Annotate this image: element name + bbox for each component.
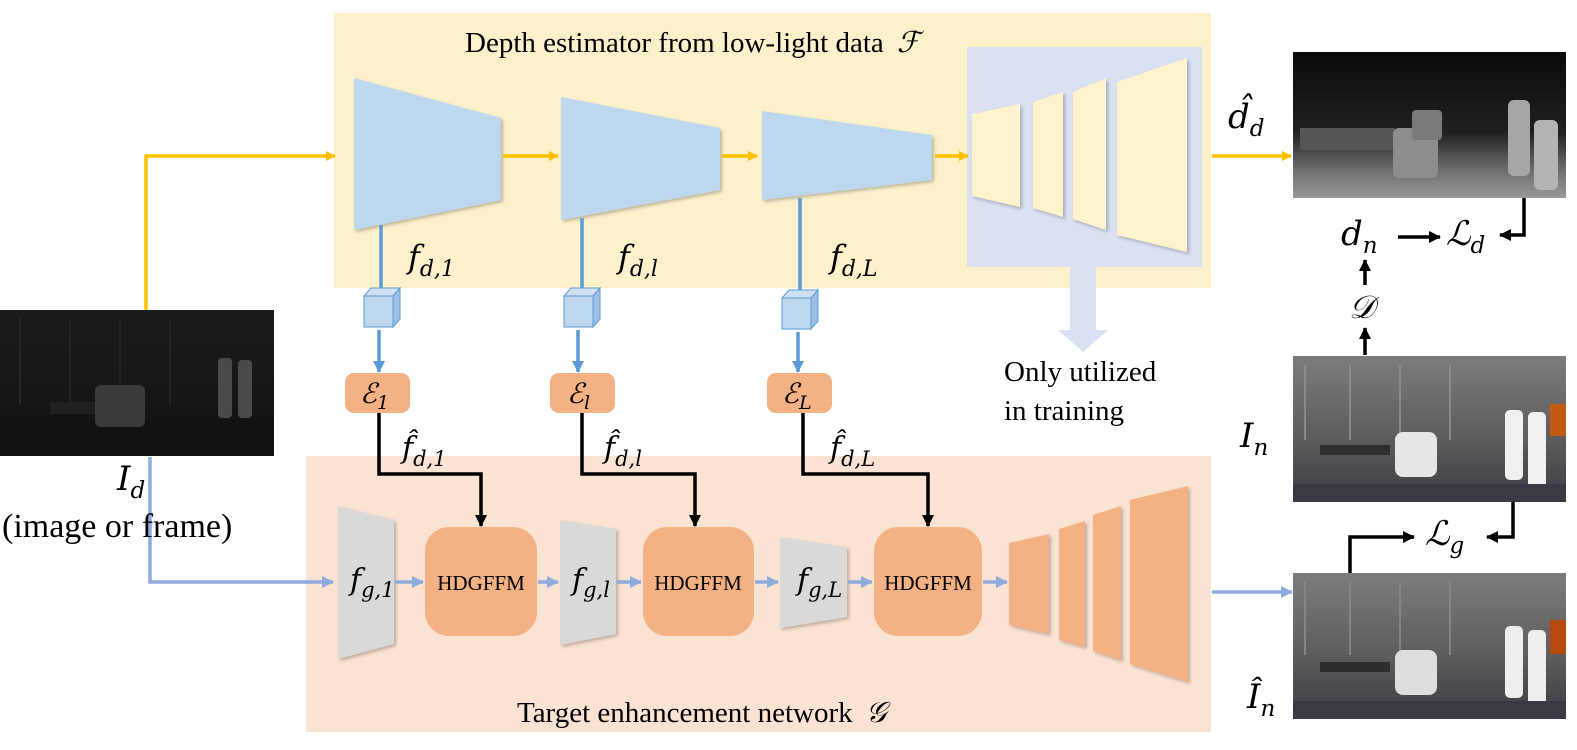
hdgffm-module-1 [425,527,537,636]
depth-decoder-block-4 [1117,58,1187,252]
input-caption: (image or frame) [2,508,232,545]
depth-output-label: d̂d [1228,94,1265,142]
feature-cube-L [780,288,820,331]
enh-to-lg-arrow [1348,531,1415,573]
encoder-label-L: ℰL [782,377,812,414]
in-to-lg-arrow [1486,502,1515,543]
feature-label-fhatL: f̂d,L [828,429,875,471]
training-only-arrow [1058,267,1108,352]
depth-encoder-block-l [561,97,720,220]
hdgffm-module-L [874,527,982,636]
enhanced-output-label: În [1246,676,1275,722]
encoder-box-1 [345,373,410,413]
normal-light-image [1293,356,1566,502]
enh-decoder-block-1 [1009,534,1049,634]
depth-encoder-block-L [762,111,932,200]
depth-estimator-title: Depth estimator from low-light data ℱ [465,25,925,59]
enh-feature-block-L [780,537,847,628]
normal-light-label: In [1239,416,1268,461]
depth-decoder-block-1 [972,104,1020,207]
depth-model-label: 𝒟 [1349,288,1380,326]
enh-decoder-block-4 [1130,486,1188,682]
depth-gt-label: dn [1341,214,1378,259]
feature-label-fhatl: f̂d,l [602,429,642,471]
feature-label-fhat1: f̂d,1 [400,429,447,471]
black-arrow-L [801,413,934,527]
training-only-note: Only utilized in training [1004,356,1163,427]
hdgffm-label-l: HDGFFM [654,571,742,595]
depth-decoder-block-3 [1073,78,1106,230]
depth-encoder-block-1 [354,78,501,230]
yellow-arrow-input [144,151,336,310]
encoder-box-l [550,373,615,413]
enh-decoder-block-2 [1059,521,1085,647]
hdgffm-module-l [643,527,754,636]
encoder-label-l: ℰl [567,377,590,414]
feature-cube-l [562,286,602,329]
depth-decoder-block-2 [1033,92,1063,217]
encoder-label-1: ℰ1 [360,377,389,414]
enhancement-network-title: Target enhancement network 𝒢 [517,695,891,729]
hdgffm-label-L: HDGFFM [884,571,972,595]
black-arrow-l [580,413,701,527]
enh-feature-block-1 [338,506,394,659]
depth-loss-label: ℒd [1446,214,1485,259]
light-blue-arrow-input [148,457,334,588]
hdgffm-label-1: HDGFFM [437,571,525,595]
enhancement-loss-label: ℒg [1425,514,1464,559]
depth-map-image [1293,52,1566,198]
depth-to-ld-arrow [1499,198,1526,241]
feature-cube-1 [362,286,402,329]
input-low-light-image [0,310,274,456]
enhanced-output-image [1293,573,1566,719]
enh-feature-block-l [560,520,616,645]
black-arrow-1 [377,413,487,527]
encoder-box-L [767,373,832,413]
input-label: Id [116,459,145,504]
enh-decoder-block-3 [1093,506,1121,660]
